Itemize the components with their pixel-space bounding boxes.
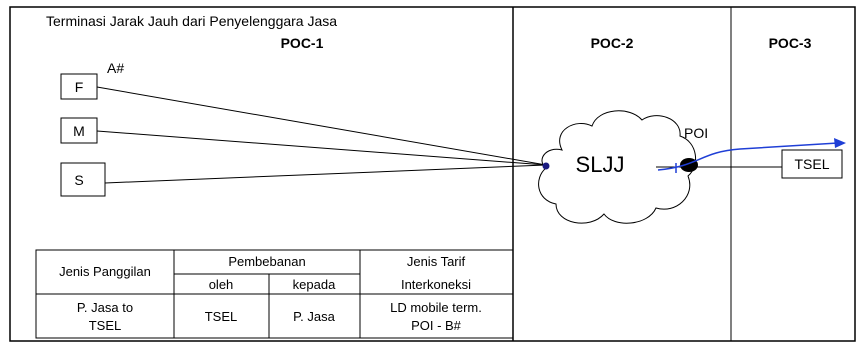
- poi-label: POI: [684, 125, 708, 141]
- link-s-sljj: [104, 164, 547, 184]
- sljj-entry-point: [542, 162, 550, 170]
- header-charging: Pembebanan: [228, 254, 305, 269]
- node-s-label: S: [74, 172, 83, 188]
- header-tariff-line1: Jenis Tarif: [407, 254, 466, 269]
- node-f: F: [60, 73, 98, 100]
- poc3-label: POC-3: [769, 35, 812, 51]
- cell-call-type-line2: TSEL: [89, 318, 122, 333]
- header-charged-to: kepada: [293, 277, 336, 292]
- a-number-label: A#: [107, 60, 124, 76]
- header-charged-by: oleh: [209, 277, 234, 292]
- diagram-frame: [9, 6, 856, 342]
- node-m: M: [60, 117, 98, 144]
- link-m-sljj: [96, 130, 547, 166]
- cell-charged-to: P. Jasa: [293, 309, 335, 324]
- node-tsel-label: TSEL: [794, 156, 829, 172]
- header-call-type: Jenis Panggilan: [59, 264, 151, 279]
- cell-tariff-line1: LD mobile term.: [390, 300, 482, 315]
- link-f-sljj: [96, 86, 547, 166]
- node-m-label: M: [73, 123, 85, 139]
- node-f-label: F: [75, 79, 84, 95]
- node-s: S: [60, 162, 106, 197]
- cell-charged-by: TSEL: [205, 309, 238, 324]
- sljj-cloud: SLJJ: [538, 110, 696, 224]
- poc1-label: POC-1: [281, 35, 324, 51]
- sljj-label: SLJJ: [576, 152, 625, 177]
- cell-call-type-line1: P. Jasa to: [77, 300, 133, 315]
- call-route-arrow: [657, 138, 846, 173]
- cell-tariff-line2: POI - B#: [411, 318, 462, 333]
- diagram-title: Terminasi Jarak Jauh dari Penyelenggara …: [46, 13, 337, 29]
- header-tariff-line2: Interkoneksi: [401, 277, 471, 292]
- poc2-label: POC-2: [591, 35, 634, 51]
- tariff-table: Jenis Panggilan Pembebanan oleh kepada J…: [35, 249, 514, 339]
- node-tsel: TSEL: [781, 149, 843, 179]
